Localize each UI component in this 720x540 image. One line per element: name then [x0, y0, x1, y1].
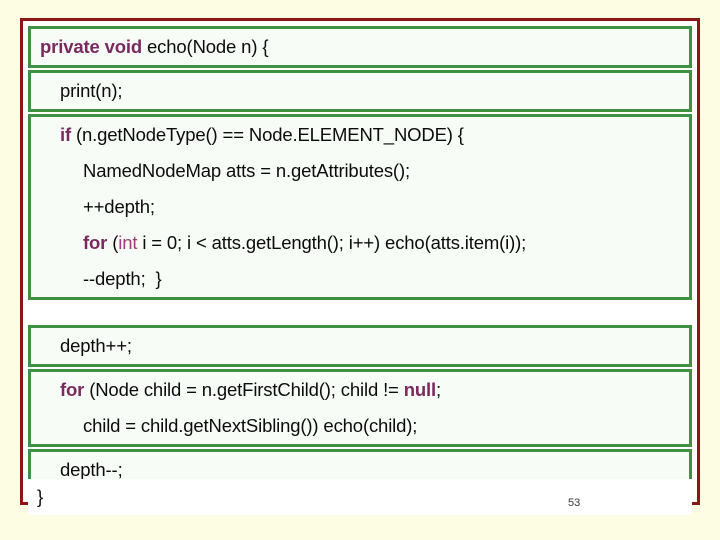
code-text-predepth: ++depth;: [83, 196, 155, 217]
code-text-child-sibling: child = child.getNextSibling()) echo(chi…: [83, 415, 418, 436]
code-text-namednodemap: NamedNodeMap atts = n.getAttributes();: [83, 160, 410, 181]
code-text-depth-decrement: depth--;: [60, 459, 123, 480]
code-block-group-bottom: depth++; for (Node child = n.getFirstChi…: [28, 325, 692, 491]
keyword-null: null: [403, 379, 436, 400]
code-line-depth-increment: depth++;: [31, 328, 689, 364]
keyword-private-void: private void: [40, 36, 143, 57]
keyword-int: int: [118, 232, 138, 253]
code-line-child-sibling: child = child.getNextSibling()) echo(chi…: [31, 408, 689, 444]
code-line-postdepth: --depth; }: [31, 261, 689, 297]
code-line-for-atts: for (int i = 0; i < atts.getLength(); i+…: [31, 225, 689, 261]
code-line-predepth: ++depth;: [31, 189, 689, 225]
closing-brace-row: }: [28, 479, 692, 515]
code-text-if-condition: (n.getNodeType() == Node.ELEMENT_NODE) {: [71, 124, 464, 145]
code-line-depth-decrement: depth--;: [31, 452, 689, 488]
code-box-print: print(n);: [28, 70, 692, 112]
code-text-print: print(n);: [60, 80, 123, 101]
code-box-signature: private void echo(Node n) {: [28, 26, 692, 68]
slide-frame: private void echo(Node n) { print(n); if…: [20, 18, 700, 515]
code-line-print: print(n);: [31, 73, 689, 109]
code-line-closing-brace: }: [37, 486, 44, 507]
code-text-postdepth: --depth; }: [83, 268, 162, 289]
code-box-depth-increment: depth++;: [28, 325, 692, 367]
page-number: 53: [568, 497, 581, 509]
code-text-signature: echo(Node n) {: [142, 36, 269, 57]
code-box-if-body: if (n.getNodeType() == Node.ELEMENT_NODE…: [28, 114, 692, 300]
code-text-for-child-init: (Node child = n.getFirstChild(); child !…: [84, 379, 404, 400]
keyword-for-child: for: [60, 379, 85, 400]
code-text-depth-increment: depth++;: [60, 335, 132, 356]
keyword-for-atts: for: [83, 232, 108, 253]
code-text-for-child-semicolon: ;: [436, 379, 441, 400]
code-text-for-rest: i = 0; i < atts.getLength(); i++) echo(a…: [137, 232, 527, 253]
code-block-group-top: private void echo(Node n) { print(n); if…: [28, 26, 692, 300]
code-text-for-open: (: [107, 232, 119, 253]
code-line-if: if (n.getNodeType() == Node.ELEMENT_NODE…: [31, 117, 689, 153]
code-line-namednodemap: NamedNodeMap atts = n.getAttributes();: [31, 153, 689, 189]
code-line-signature: private void echo(Node n) {: [31, 29, 689, 65]
code-box-for-child: for (Node child = n.getFirstChild(); chi…: [28, 369, 692, 447]
keyword-if: if: [60, 124, 72, 145]
code-line-for-child: for (Node child = n.getFirstChild(); chi…: [31, 372, 689, 408]
